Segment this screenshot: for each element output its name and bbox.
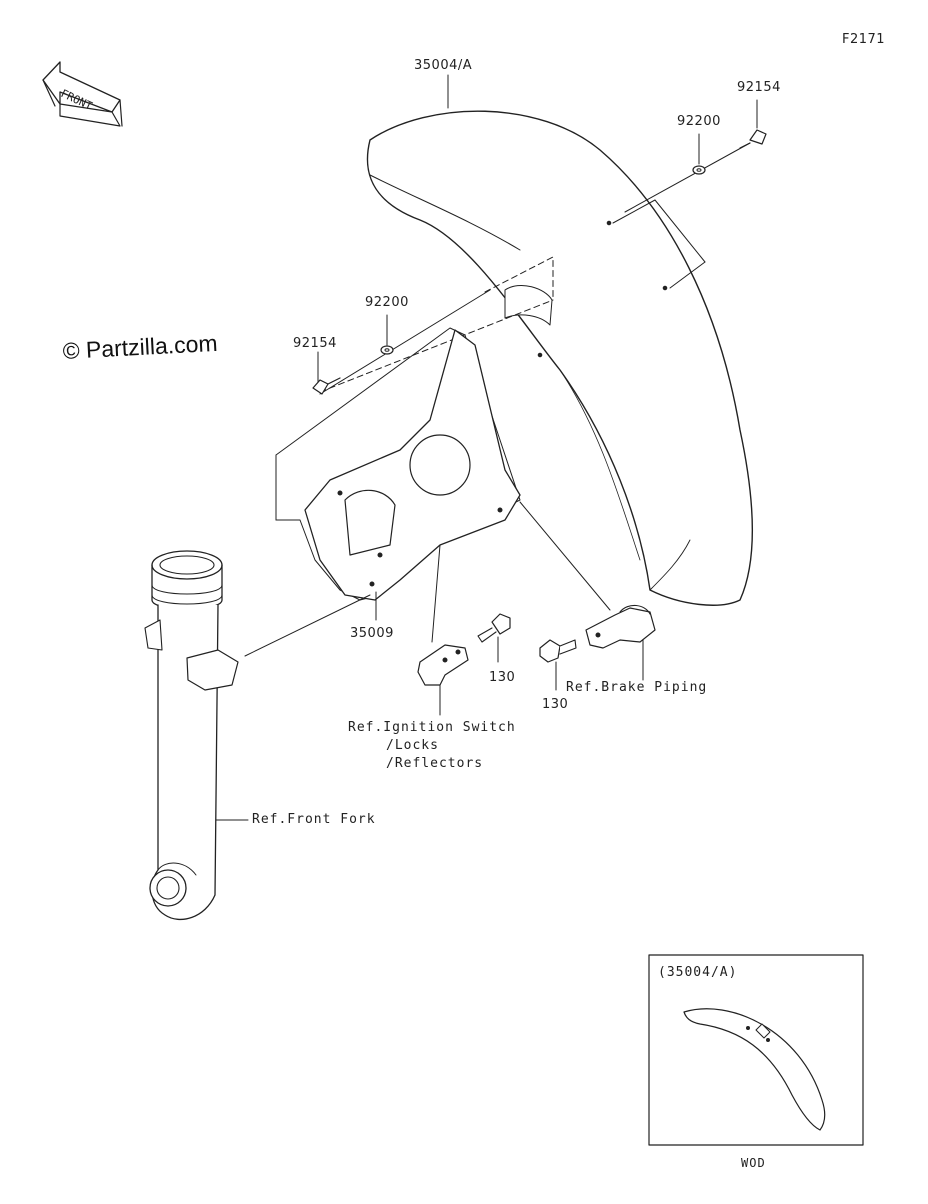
bolt-center: [477, 613, 511, 643]
front-fender: [366, 110, 754, 606]
ref-ignition-line3: /Reflectors: [386, 756, 484, 771]
ref-ignition-line2: /Locks: [386, 738, 439, 753]
inset-title: (35004/A): [658, 965, 738, 980]
front-arrow-icon: FRONT: [42, 61, 123, 127]
ref-front-fork[interactable]: Ref.Front Fork: [252, 812, 376, 827]
part-label-bolt-brake[interactable]: 130: [542, 697, 569, 712]
part-label-bolt-center[interactable]: 130: [489, 670, 516, 685]
hardware-right: [692, 129, 767, 175]
ref-brake-piping[interactable]: Ref.Brake Piping: [566, 680, 708, 695]
part-label-washer-right[interactable]: 92200: [677, 114, 721, 129]
inset-box: [648, 954, 864, 1146]
leader-lines: [214, 74, 758, 821]
part-label-fender[interactable]: 35004/A: [414, 58, 473, 73]
part-label-washer-left[interactable]: 92200: [365, 295, 409, 310]
ref-ignition-line1[interactable]: Ref.Ignition Switch: [348, 720, 516, 735]
ignition-bracket: [417, 644, 469, 686]
figure-code: F2171: [842, 32, 886, 47]
front-fork: [144, 550, 239, 921]
hardware-left: [312, 345, 394, 395]
fender-bracket: [275, 327, 521, 601]
inset-caption: WOD: [741, 1156, 766, 1170]
part-label-bracket[interactable]: 35009: [350, 626, 394, 641]
fender-mount-lines: [319, 142, 751, 395]
brake-clamp: [585, 604, 656, 649]
part-label-bolt-right[interactable]: 92154: [737, 80, 781, 95]
bolt-brake: [539, 639, 577, 663]
part-label-bolt-left[interactable]: 92154: [293, 336, 337, 351]
